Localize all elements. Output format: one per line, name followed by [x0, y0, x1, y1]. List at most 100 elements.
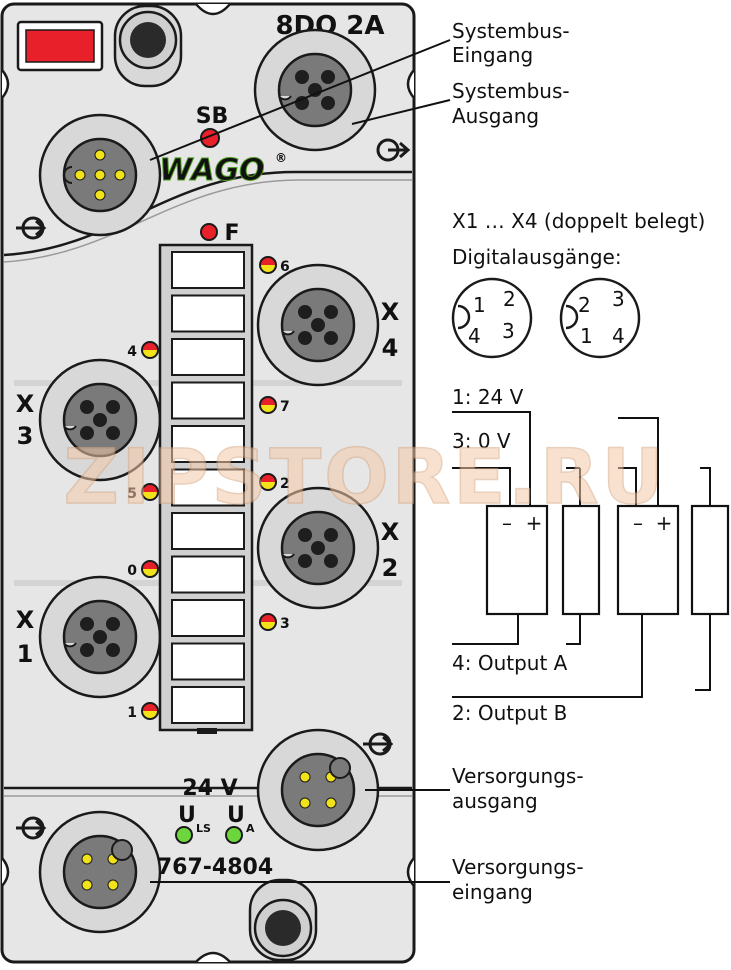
channel-led-4: 4 — [127, 341, 159, 360]
watermark-text: ZIPSTORE.RU — [64, 432, 667, 521]
svg-text:1: 1 — [580, 324, 593, 348]
port-x1-connector[interactable] — [38, 575, 162, 699]
ua-indicator: U A — [225, 803, 255, 844]
uls-indicator: U LS — [175, 803, 211, 844]
channel-label-strip — [158, 243, 254, 734]
callout-lines — [149, 39, 451, 883]
bus-out-arrow-icon — [376, 138, 411, 162]
supply-in-arrow-icon — [16, 816, 47, 840]
channel-label-slot — [171, 599, 245, 637]
uls-led — [175, 826, 193, 844]
channel-label-slot — [171, 468, 245, 507]
channel-number: 6 — [280, 259, 290, 275]
channel-label-slot — [171, 686, 245, 724]
channel-label-slot — [171, 294, 245, 333]
channel-led-2: 2 — [259, 473, 290, 492]
wire-label-24v: 1: 24 V — [452, 385, 524, 409]
legend-subtitle: Digitalausgänge: — [452, 245, 622, 269]
svg-text:U: U — [227, 803, 245, 828]
load-b: – + — [616, 504, 680, 616]
mounting-screw-top — [113, 4, 183, 88]
channel-led-5: 5 — [127, 483, 159, 502]
wire-label-output-b: 2: Output B — [452, 701, 567, 725]
channel-number: 3 — [280, 616, 290, 632]
svg-text:LS: LS — [196, 822, 211, 835]
wago-registered-mark: ® — [275, 151, 287, 165]
wiring-diagram — [452, 411, 711, 698]
svg-text:Systembus-: Systembus- — [452, 19, 570, 43]
svg-text:3: 3 — [612, 287, 625, 311]
port-x4-label: X 4 — [381, 298, 400, 362]
svg-text:eingang: eingang — [452, 880, 533, 904]
fault-label: F — [224, 221, 239, 246]
svg-text:U: U — [178, 803, 196, 828]
svg-text:2: 2 — [578, 293, 591, 317]
ua-led — [225, 826, 243, 844]
pinout-right: 2 3 1 4 — [559, 277, 641, 359]
port-x2-connector[interactable] — [256, 486, 380, 610]
wago-logo-text: WAGO — [159, 153, 264, 188]
legend-title: X1 … X4 (doppelt belegt) — [452, 209, 705, 233]
channel-label-slot — [171, 251, 245, 289]
svg-text:1: 1 — [473, 293, 486, 317]
svg-text:X: X — [16, 390, 35, 418]
svg-text:A: A — [246, 822, 255, 835]
wire-label-output-a: 4: Output A — [452, 651, 568, 675]
svg-text:3: 3 — [17, 422, 34, 450]
channel-number: 5 — [127, 486, 137, 502]
channel-label-slot — [171, 338, 245, 376]
bus-in-arrow-icon — [16, 216, 47, 240]
load-b-second — [690, 504, 730, 616]
svg-text:Ausgang: Ausgang — [452, 104, 539, 128]
watermark: ZIPSTORE.RU — [63, 431, 667, 522]
channel-label-slot — [171, 512, 245, 550]
port-x2-label: X 2 — [381, 518, 400, 582]
channel-label-slot — [171, 381, 245, 420]
svg-text:4: 4 — [612, 324, 625, 348]
svg-text:Versorgungs-: Versorgungs- — [452, 855, 584, 879]
supply-out-arrow-icon — [363, 732, 394, 756]
channel-led-7: 7 — [259, 396, 290, 415]
pinout-left: 1 2 4 3 — [451, 277, 533, 359]
port-x3-label: X 3 — [16, 390, 35, 450]
svg-text:Versorgungs-: Versorgungs- — [452, 764, 584, 788]
part-number: 767-4804 — [157, 855, 273, 880]
port-x1-label: X 1 — [16, 606, 35, 668]
callout-supply-in: Versorgungs- eingang — [452, 855, 584, 904]
svg-text:Systembus-: Systembus- — [452, 79, 570, 103]
svg-text:2: 2 — [382, 554, 399, 582]
port-x4-connector[interactable] — [256, 263, 380, 387]
channel-led-1: 1 — [127, 702, 159, 721]
callout-systembus-out: Systembus- Ausgang — [452, 79, 570, 128]
load-a-second — [561, 504, 601, 616]
channel-number: 2 — [280, 476, 290, 492]
systembus-in-connector[interactable] — [38, 113, 162, 237]
wire-label-0v: 3: 0 V — [452, 429, 511, 453]
sb-label: SB — [196, 104, 229, 129]
channel-label-slot — [171, 555, 245, 594]
load-a: – + — [485, 504, 549, 616]
supply-in-connector[interactable] — [38, 810, 162, 934]
svg-text:X: X — [381, 298, 400, 326]
connectors — [38, 28, 380, 934]
systembus-out-connector[interactable] — [253, 28, 377, 152]
load-a-minus: – — [502, 511, 512, 535]
voltage-label: 24 V — [182, 776, 237, 801]
channel-number: 7 — [280, 399, 290, 415]
load-b-minus: – — [633, 511, 643, 535]
svg-text:3: 3 — [502, 319, 515, 343]
callout-systembus-in: Systembus- Eingang — [452, 19, 570, 67]
svg-text:4: 4 — [382, 334, 399, 362]
supply-out-connector[interactable] — [256, 728, 380, 852]
channel-number: 1 — [127, 705, 137, 721]
load-a-plus: + — [526, 511, 543, 535]
svg-text:X: X — [16, 606, 35, 634]
port-x3-connector[interactable] — [38, 358, 162, 482]
fault-led — [200, 223, 218, 241]
channel-number: 4 — [127, 344, 137, 360]
svg-text:ausgang: ausgang — [452, 789, 538, 813]
svg-text:2: 2 — [503, 287, 516, 311]
channel-label-slot — [171, 425, 245, 463]
